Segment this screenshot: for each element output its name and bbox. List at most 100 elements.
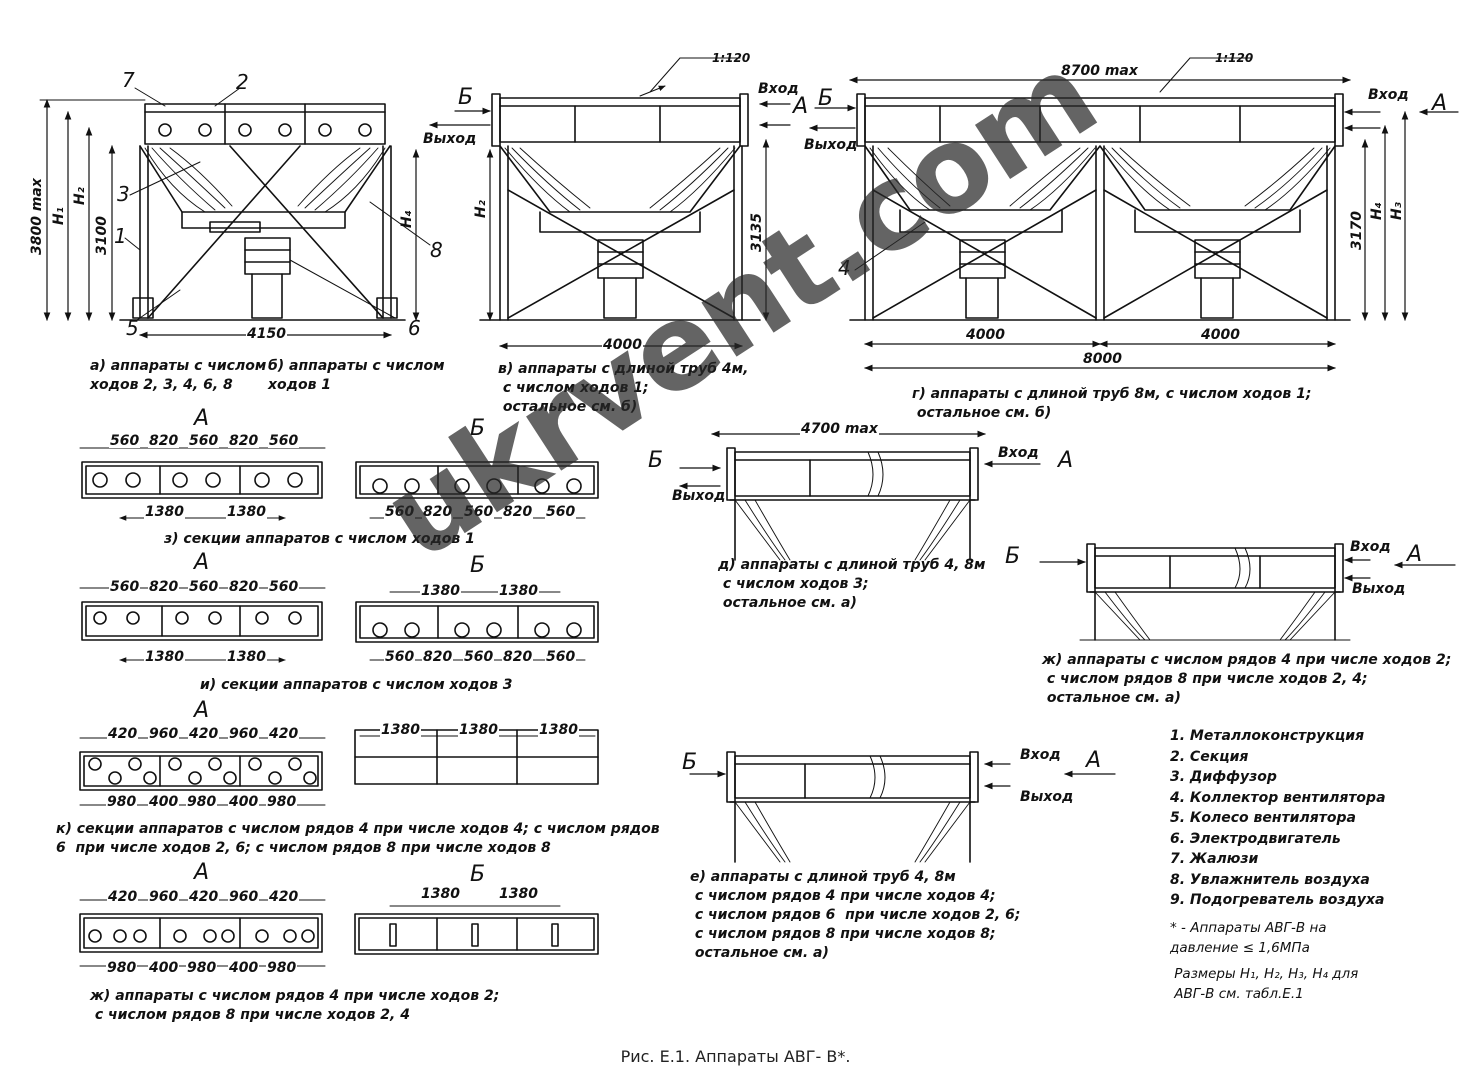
view-v-b: Б: [458, 85, 474, 110]
note-pressure: * - Аппараты АВГ-В на давление ≤ 1,6МПа: [1170, 920, 1327, 956]
view-e-a: А: [1086, 748, 1102, 773]
section-k-a: А: [194, 698, 210, 723]
view-g-3170: 3170: [1349, 211, 1365, 250]
section-i-top-3: 560: [188, 579, 220, 595]
view-v-inlet: Вход: [758, 81, 799, 97]
view-e-inlet: Вход: [1020, 747, 1061, 763]
section-i-b-3: 560: [463, 649, 495, 665]
dim-3800-max: 3800 max: [29, 178, 45, 255]
view-v-a: А: [793, 94, 809, 119]
legend-list: 1. Металлоконструкция 2. Секция 3. Диффу…: [1170, 726, 1386, 911]
section-zh-drawing: [79, 899, 599, 967]
section-k-top-5: 420: [268, 726, 300, 742]
section-z-b-4: 820: [502, 504, 534, 520]
view-g-outlet: Выход: [804, 137, 858, 153]
legend-item: 9. Подогреватель воздуха: [1170, 892, 1385, 908]
section-i-b-5: 560: [545, 649, 577, 665]
view-e-b: Б: [682, 750, 698, 775]
section-z-a: А: [194, 406, 210, 431]
caption-view-g: г) аппараты с длиной труб 8м, с числом х…: [912, 386, 1312, 421]
view-d-b: Б: [648, 448, 664, 473]
legend-item: 8. Увлажнитель воздуха: [1170, 871, 1370, 888]
caption-view-zh-right: ж) аппараты с числом рядов 4 при числе х…: [1042, 652, 1452, 706]
caption-section-zh: ж) аппараты с числом рядов 4 при числе х…: [90, 988, 500, 1023]
legend-item: 7. Жалюзи: [1170, 851, 1259, 867]
section-zh-bottom-4: 400: [228, 960, 260, 976]
view-zh-inlet: Вход: [1350, 539, 1391, 555]
section-zh-top-3: 420: [188, 889, 220, 905]
section-k-top-2: 960: [148, 726, 180, 742]
view-d-a: А: [1058, 448, 1074, 473]
view-d-drawing: [679, 430, 1041, 561]
section-zh-top-5: 420: [268, 889, 300, 905]
section-i-top-4: 820: [228, 579, 260, 595]
section-zh-top-2: 960: [148, 889, 180, 905]
section-k-top-4: 960: [228, 726, 260, 742]
figure-caption: Рис. Е.1. Аппараты АВГ- В*.: [620, 1047, 851, 1066]
view-d-inlet: Вход: [998, 445, 1039, 461]
view-zh-a: А: [1407, 542, 1423, 567]
caption-view-e: е) аппараты с длиной труб 4, 8м с числом…: [690, 869, 1021, 961]
section-i-top-2: 820: [148, 579, 180, 595]
slope-v: 1:120: [712, 51, 751, 65]
label-1: 1: [114, 224, 127, 248]
view-g-inlet: Вход: [1368, 87, 1409, 103]
view-zh-b: Б: [1005, 544, 1021, 569]
view-zh-drawing: [1039, 543, 1456, 641]
section-z-top-5: 560: [268, 433, 300, 449]
section-zh-b-2: 1380: [498, 886, 539, 902]
section-z-b-5: 560: [545, 504, 577, 520]
section-z-bottom-2: 1380: [226, 504, 267, 520]
view-v-outlet: Выход: [423, 131, 477, 147]
section-k-bottom-3: 980: [186, 794, 218, 810]
legend-item: 4. Коллектор вентилятора: [1170, 789, 1386, 806]
legend-item: 6. Электродвигатель: [1170, 830, 1341, 847]
section-i-b-top-1: 1380: [420, 583, 461, 599]
section-z-b: Б: [470, 416, 486, 441]
caption-section-z: з) секции аппаратов с числом ходов 1: [164, 531, 475, 547]
section-z-b-1: 560: [384, 504, 416, 520]
section-k-b-3: 1380: [538, 722, 579, 738]
view-e-drawing: [689, 751, 1116, 863]
section-k-b-2: 1380: [458, 722, 499, 738]
dim-4150: 4150: [246, 326, 287, 342]
section-i-bottom-2: 1380: [226, 649, 267, 665]
section-z-bottom-1: 1380: [144, 504, 185, 520]
label-8: 8: [430, 238, 443, 262]
view-g-b: Б: [818, 86, 834, 111]
caption-section-i: и) секции аппаратов с числом ходов 3: [200, 677, 513, 693]
section-z-top-2: 820: [148, 433, 180, 449]
caption-view-d: д) аппараты с длиной труб 4, 8м с числом…: [718, 557, 986, 611]
section-zh-a: А: [194, 860, 210, 885]
view-zh-outlet: Выход: [1352, 581, 1406, 597]
label-7: 7: [122, 68, 135, 92]
view-d-outlet: Выход: [672, 488, 726, 504]
section-k-bottom-5: 980: [266, 794, 298, 810]
legend-item: 2. Секция: [1170, 748, 1249, 765]
dim-3100: 3100: [94, 216, 110, 255]
section-zh-b-1: 1380: [420, 886, 461, 902]
section-i-bottom-1: 1380: [144, 649, 185, 665]
section-zh-bottom-3: 980: [186, 960, 218, 976]
view-g-a: А: [1432, 91, 1448, 116]
section-k-b-1: 1380: [380, 722, 421, 738]
view-g-drawing: [809, 57, 1459, 372]
section-zh-bottom-2: 400: [148, 960, 180, 976]
label-2: 2: [236, 70, 249, 94]
section-z-top-4: 820: [228, 433, 260, 449]
section-i-top-1: 560: [109, 579, 141, 595]
view-g-4000-1: 4000: [965, 327, 1006, 343]
dim-h4: H₄: [399, 210, 415, 228]
dim-h2: H₂: [72, 187, 88, 205]
view-g-h3: H₃: [1389, 202, 1405, 220]
view-g-h4: H₄: [1369, 202, 1385, 220]
legend-item: 1. Металлоконструкция: [1170, 728, 1365, 744]
section-z-b-3: 560: [463, 504, 495, 520]
section-i-b-2: 820: [422, 649, 454, 665]
view-g-4000-2: 4000: [1200, 327, 1241, 343]
view-v-4000: 4000: [602, 337, 643, 353]
section-zh-bottom-5: 980: [266, 960, 298, 976]
label-5: 5: [126, 316, 139, 340]
section-zh-bottom-1: 980: [106, 960, 138, 976]
